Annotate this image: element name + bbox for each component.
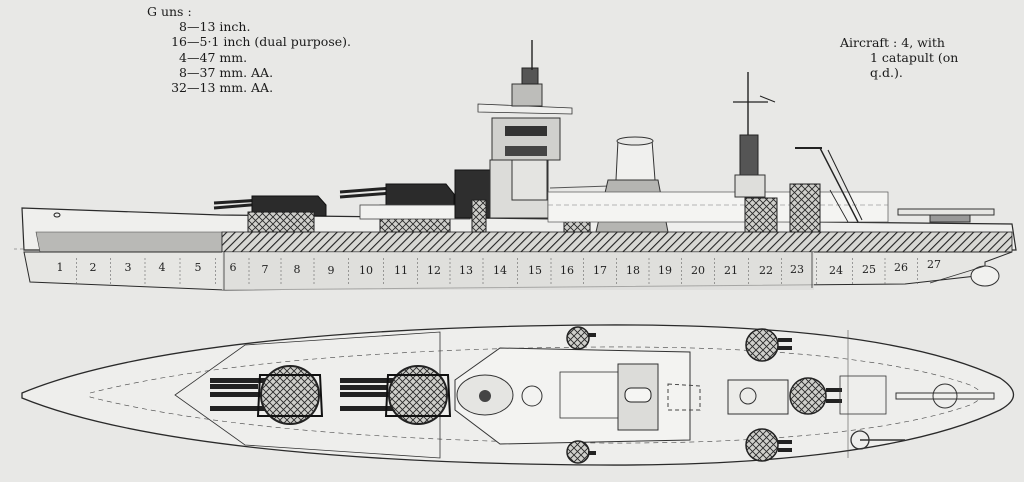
compartment-number: 5 — [195, 261, 202, 274]
catapult-side — [897, 208, 995, 223]
compartment-number: 12 — [427, 264, 441, 277]
aircraft-line-3: q.d.). — [870, 65, 903, 81]
gun-desc: —13 mm. AA. — [187, 80, 274, 96]
catapult-plan — [850, 383, 995, 450]
funnel — [615, 139, 656, 181]
compartment-number: 9 — [328, 264, 335, 277]
side-elevation: 1234567891011121314151617181920212223242… — [14, 40, 1017, 291]
compartment-number: 10 — [359, 264, 373, 277]
gun-qty: 8 — [179, 19, 187, 35]
compartment-number: 16 — [560, 264, 574, 277]
guns-legend: G uns : 8—13 inch. 16—5·1 inch (dual pur… — [143, 4, 351, 95]
gun-entry: 32—13 mm. AA. — [143, 80, 351, 95]
compartment-number: 27 — [927, 258, 941, 271]
gun-qty: 16 — [171, 34, 187, 50]
turret-a-side — [213, 195, 327, 233]
compartment-number: 19 — [658, 264, 672, 277]
compartment-number: 1 — [57, 261, 64, 274]
compartment-number: 20 — [691, 264, 705, 277]
aircraft-crane — [795, 147, 863, 223]
gun-qty: 32 — [171, 80, 187, 96]
compartment-number: 18 — [626, 264, 640, 277]
compartment-divisions — [223, 252, 813, 290]
compartment-number: 8 — [294, 263, 301, 276]
compartment-number: 2 — [90, 261, 97, 274]
compartment-number: 25 — [862, 263, 876, 276]
gun-desc: —5·1 inch (dual purpose). — [187, 34, 351, 50]
plan-view — [21, 324, 1015, 466]
compartment-number: 3 — [125, 261, 132, 274]
turret-a-plan — [210, 365, 324, 425]
aircraft-legend: Aircraft : 4, with 1 catapult (on q.d.). — [840, 35, 958, 81]
gun-desc: —37 mm. AA. — [187, 64, 274, 80]
gun-desc: —13 inch. — [187, 19, 251, 35]
aircraft-line-2: 1 catapult (on — [870, 50, 959, 66]
secondary-turrets-plan — [566, 326, 842, 464]
gun-entry: 16—5·1 inch (dual purpose). — [143, 34, 351, 49]
compartment-number: 13 — [459, 264, 473, 277]
gun-desc: —47 mm. — [187, 49, 248, 65]
gun-entry: 8—37 mm. AA. — [143, 65, 351, 80]
compartment-number: 4 — [159, 261, 166, 274]
compartment-number: 14 — [493, 264, 507, 277]
gun-qty: 8 — [179, 64, 187, 80]
compartment-number: 23 — [790, 263, 804, 276]
gun-entry: 4—47 mm. — [143, 50, 351, 65]
compartment-number: 15 — [528, 264, 542, 277]
aircraft-line-1: Aircraft : 4, with — [840, 35, 945, 50]
compartment-number: 7 — [262, 263, 269, 276]
armour-belt — [221, 231, 1013, 253]
gun-entry: 8—13 inch. — [143, 19, 351, 34]
guns-title: G uns : — [147, 4, 192, 19]
gun-qty: 4 — [179, 49, 187, 65]
compartment-number: 17 — [593, 264, 607, 277]
compartment-number: 11 — [394, 264, 408, 277]
compartment-number: 26 — [894, 261, 908, 274]
compartment-number: 24 — [829, 264, 843, 277]
turret-b-plan — [340, 365, 452, 425]
compartment-number: 22 — [759, 264, 773, 277]
compartment-number: 6 — [230, 261, 237, 274]
compartment-number: 21 — [724, 264, 738, 277]
